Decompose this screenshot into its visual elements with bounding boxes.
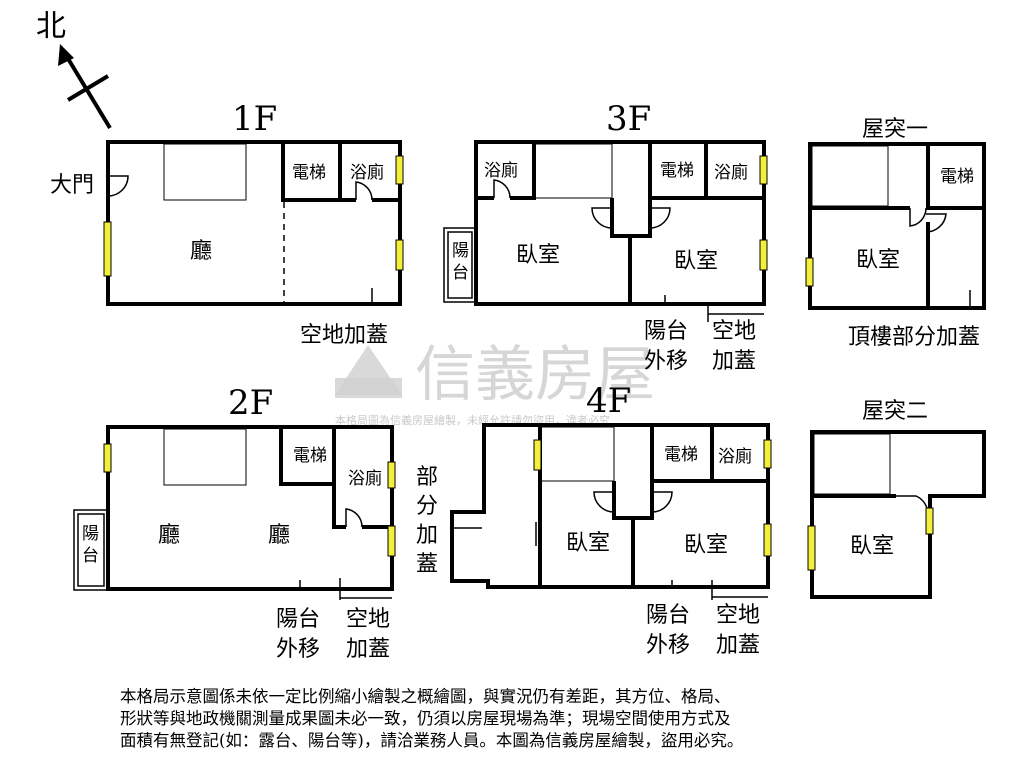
bath-door bbox=[345, 508, 363, 528]
window bbox=[763, 523, 772, 557]
bedroom-label: 臥室 bbox=[684, 533, 728, 558]
floor-2f: 2F 陽台 電梯 浴廁 廳 廳 陽台外移 空地加蓋 bbox=[73, 383, 396, 662]
window bbox=[103, 443, 112, 473]
window bbox=[763, 439, 772, 469]
side-extension-note: 部分加蓋 bbox=[416, 465, 438, 577]
extension-note: 空地加蓋 bbox=[712, 319, 756, 374]
compass: 北 bbox=[36, 9, 112, 130]
window bbox=[387, 461, 396, 489]
door bbox=[649, 207, 671, 229]
window bbox=[807, 525, 816, 571]
corridor bbox=[612, 425, 654, 520]
staircase bbox=[163, 143, 247, 201]
floor-title: 屋突一 bbox=[862, 117, 928, 142]
balcony bbox=[443, 227, 477, 303]
window bbox=[395, 155, 404, 185]
window bbox=[759, 155, 768, 185]
balcony bbox=[73, 509, 109, 591]
balcony-label: 陽台 bbox=[82, 524, 99, 566]
window bbox=[103, 221, 112, 277]
elevator-label: 電梯 bbox=[293, 446, 327, 466]
extension-note: 空地加蓋 bbox=[716, 603, 760, 658]
floor-title: 3F bbox=[606, 99, 651, 139]
floor-outline bbox=[106, 425, 394, 591]
bedroom-label: 臥室 bbox=[674, 249, 718, 274]
elevator-label: 電梯 bbox=[292, 163, 326, 183]
extension-note: 空地加蓋 bbox=[346, 607, 390, 662]
extension-note: 頂樓部分加蓋 bbox=[848, 325, 980, 350]
balcony-note: 陽台外移 bbox=[644, 319, 688, 374]
corridor bbox=[610, 142, 652, 238]
main-door bbox=[107, 175, 129, 197]
bath-door bbox=[493, 179, 511, 199]
balcony-note: 陽台外移 bbox=[276, 607, 320, 662]
staircase bbox=[533, 143, 613, 199]
floor-title: 4F bbox=[586, 381, 631, 421]
door bbox=[591, 207, 613, 229]
balcony-label: 陽台 bbox=[452, 241, 469, 283]
bath-door bbox=[355, 181, 373, 201]
window bbox=[805, 257, 814, 287]
floor-title: 1F bbox=[232, 99, 277, 139]
compass-cross-icon bbox=[66, 74, 110, 102]
bath-label: 浴廁 bbox=[714, 162, 748, 183]
balcony-note: 陽台外移 bbox=[646, 603, 690, 658]
elevator-label: 電梯 bbox=[660, 161, 694, 181]
extension-note: 空地加蓋 bbox=[300, 323, 388, 348]
bedroom-label: 臥室 bbox=[850, 534, 894, 559]
staircase bbox=[539, 426, 615, 482]
bedroom-label: 臥室 bbox=[516, 243, 560, 268]
bedroom-label: 臥室 bbox=[566, 531, 610, 556]
floor-outline bbox=[474, 140, 766, 306]
floor-3f: 3F 浴廁 電梯 浴廁 臥室 臥室 陽台 陽台外移 空地加蓋 bbox=[443, 99, 768, 374]
hall-label: 廳 bbox=[190, 239, 212, 264]
floor-title: 2F bbox=[228, 383, 273, 423]
floor-outline bbox=[810, 430, 986, 599]
bath-label: 浴廁 bbox=[350, 162, 384, 183]
door bbox=[909, 207, 927, 227]
elevator-label: 電梯 bbox=[664, 445, 698, 465]
hall-label: 廳 bbox=[158, 523, 180, 548]
elevator-shaft bbox=[279, 427, 336, 486]
floor-outline bbox=[808, 142, 986, 310]
window bbox=[759, 239, 768, 271]
door-label: 大門 bbox=[50, 173, 94, 198]
door bbox=[651, 491, 673, 513]
disclaimer-text: 本格局示意圖係未依一定比例縮小繪製之概繪圖，與實況仍有差距，其方位、格局、 形狀… bbox=[120, 687, 744, 750]
door bbox=[593, 491, 615, 513]
elevator-label: 電梯 bbox=[940, 167, 974, 187]
window bbox=[533, 439, 542, 471]
bedroom-label: 臥室 bbox=[856, 248, 900, 273]
roof-2: 屋突二 臥室 bbox=[807, 399, 986, 599]
elevator-shaft bbox=[281, 142, 342, 202]
window bbox=[387, 525, 396, 557]
staircase bbox=[163, 428, 247, 486]
bath-label: 浴廁 bbox=[348, 468, 382, 489]
roof-1: 屋突一 電梯 臥室 頂樓部分加蓋 bbox=[805, 117, 986, 350]
floor-title: 屋突二 bbox=[862, 399, 928, 424]
brand-logo-icon bbox=[335, 345, 402, 398]
window bbox=[925, 507, 934, 535]
watermark: 信義房屋 本格局圖為信義房屋繪製，未經允許請勿盜用，違者必究 bbox=[335, 340, 655, 427]
bath-label: 浴廁 bbox=[484, 160, 518, 181]
window bbox=[395, 239, 404, 271]
staircase bbox=[813, 433, 891, 495]
arrow-head-icon bbox=[58, 44, 74, 66]
staircase bbox=[811, 145, 889, 207]
compass-north-label: 北 bbox=[36, 9, 66, 44]
floor-4f: 4F 電梯 浴廁 臥室 臥室 部分加蓋 陽台外移 空地加蓋 bbox=[416, 381, 772, 658]
floor-1f: 1F 大門 電梯 浴廁 廳 空地加蓋 bbox=[50, 99, 404, 348]
bath-label: 浴廁 bbox=[718, 446, 752, 467]
watermark-brand: 信義房屋 bbox=[415, 340, 655, 410]
hall-label: 廳 bbox=[268, 523, 290, 548]
